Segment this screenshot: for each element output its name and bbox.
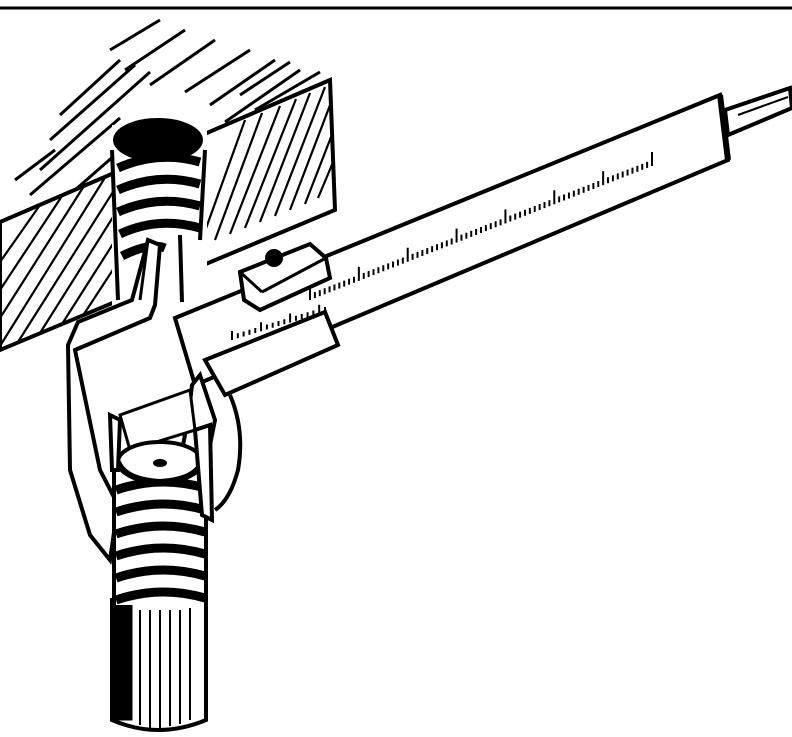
block-top-shading bbox=[14, 18, 321, 197]
upper-threaded-stud bbox=[110, 118, 207, 325]
shank-shading bbox=[113, 604, 191, 728]
rod-threads bbox=[114, 477, 207, 605]
lower-threaded-rod bbox=[110, 440, 208, 732]
locking-screw-head bbox=[265, 249, 283, 267]
locking-screw-block bbox=[237, 241, 333, 313]
depth-rod bbox=[722, 85, 792, 138]
jaw-tips bbox=[107, 411, 215, 524]
vernier-scale-ticks bbox=[231, 304, 326, 340]
